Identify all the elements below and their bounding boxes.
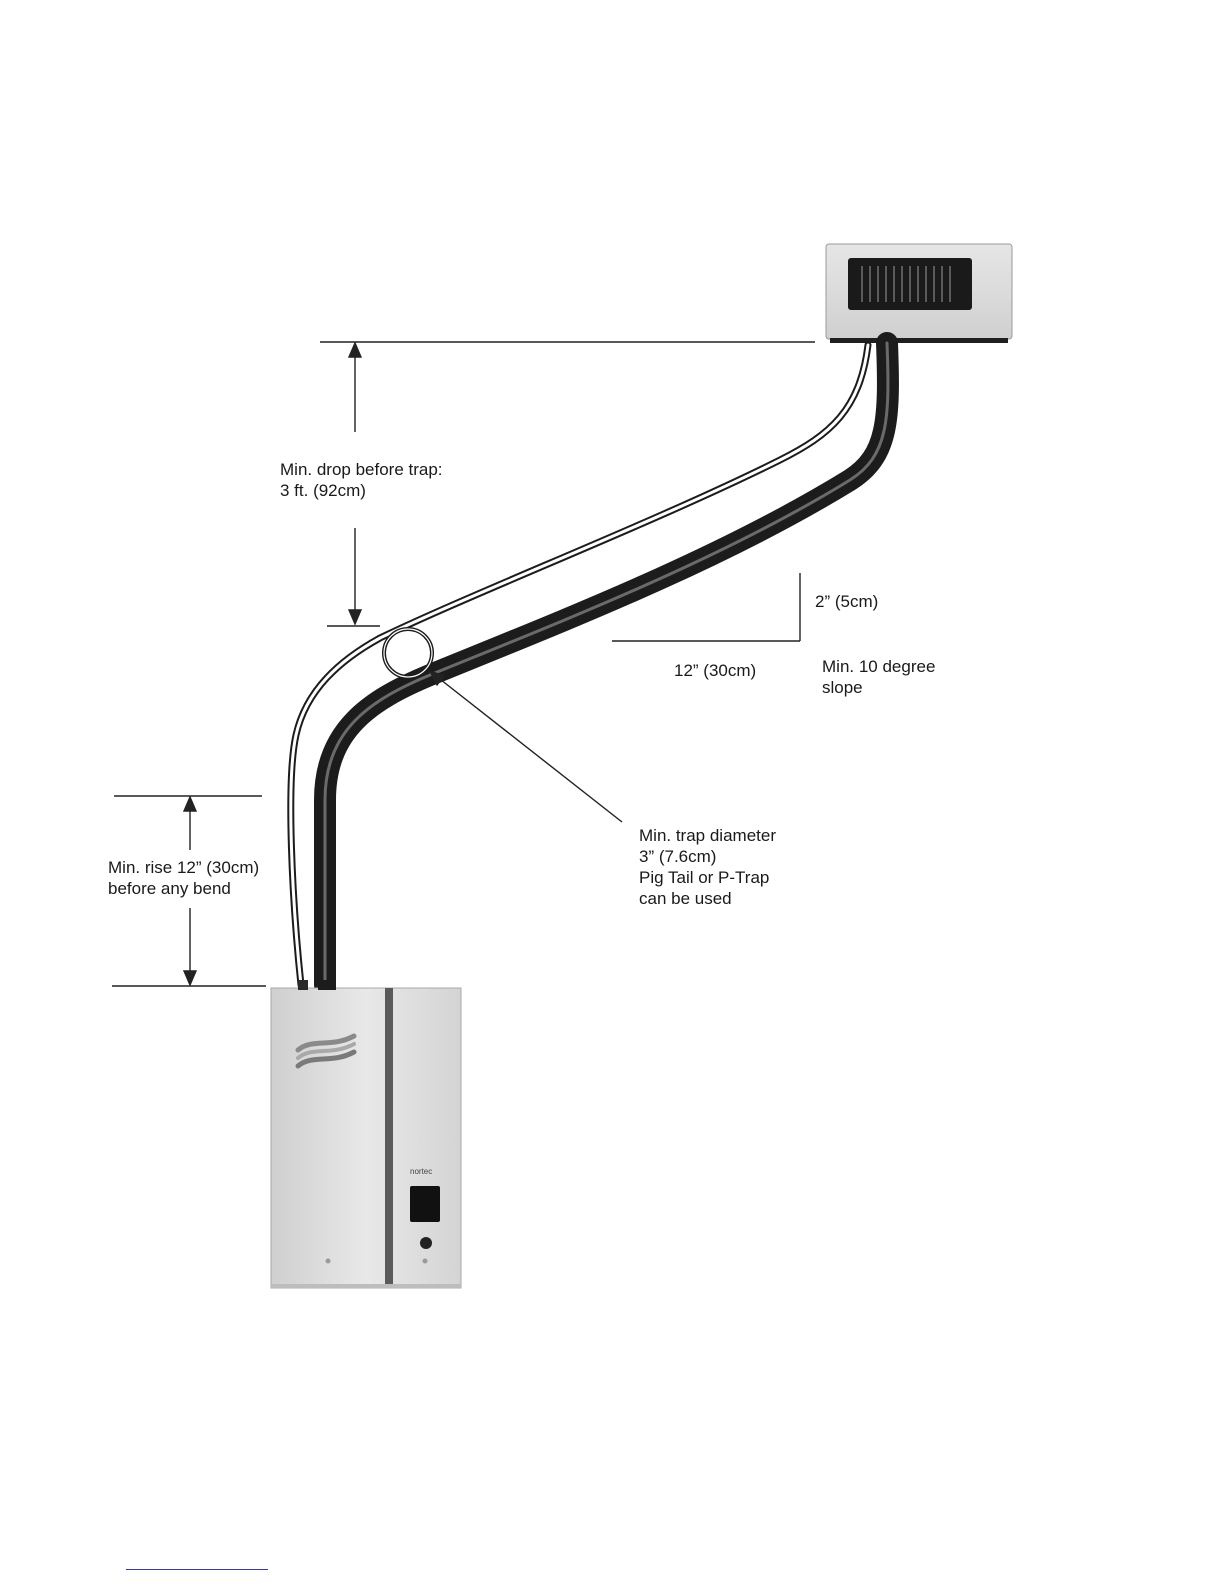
trap-label: Min. trap diameter 3” (7.6cm) Pig Tail o… <box>639 825 776 909</box>
rise-label-line1: Min. rise 12” (30cm) <box>108 857 259 878</box>
drop-label-line2: 3 ft. (92cm) <box>280 480 443 501</box>
power-button <box>420 1237 432 1249</box>
unit-brand: nortec <box>410 1167 432 1176</box>
drop-label-line1: Min. drop before trap: <box>280 459 443 480</box>
trap-label-line2: 3” (7.6cm) <box>639 846 776 867</box>
trap-label-line3: Pig Tail or P-Trap <box>639 867 776 888</box>
footer-rule <box>126 1569 268 1570</box>
drop-label: Min. drop before trap: 3 ft. (92cm) <box>280 459 443 501</box>
trap-leader <box>430 671 622 822</box>
display-screen <box>410 1186 440 1222</box>
slope-label-line2: slope <box>822 677 935 698</box>
condensate-hose <box>291 345 868 985</box>
run-12in-label: 12” (30cm) <box>674 660 756 681</box>
steam-hose <box>325 343 888 985</box>
trap-label-line4: can be used <box>639 888 776 909</box>
trap-label-line1: Min. trap diameter <box>639 825 776 846</box>
steam-distributor <box>826 244 1012 343</box>
rise-label-line2: before any bend <box>108 878 259 899</box>
rise-label: Min. rise 12” (30cm) before any bend <box>108 857 259 899</box>
slope-label: Min. 10 degree slope <box>822 656 935 698</box>
rise-2in-label: 2” (5cm) <box>815 591 878 612</box>
slope-label-line1: Min. 10 degree <box>822 656 935 677</box>
humidifier-unit: nortec <box>271 980 461 1288</box>
